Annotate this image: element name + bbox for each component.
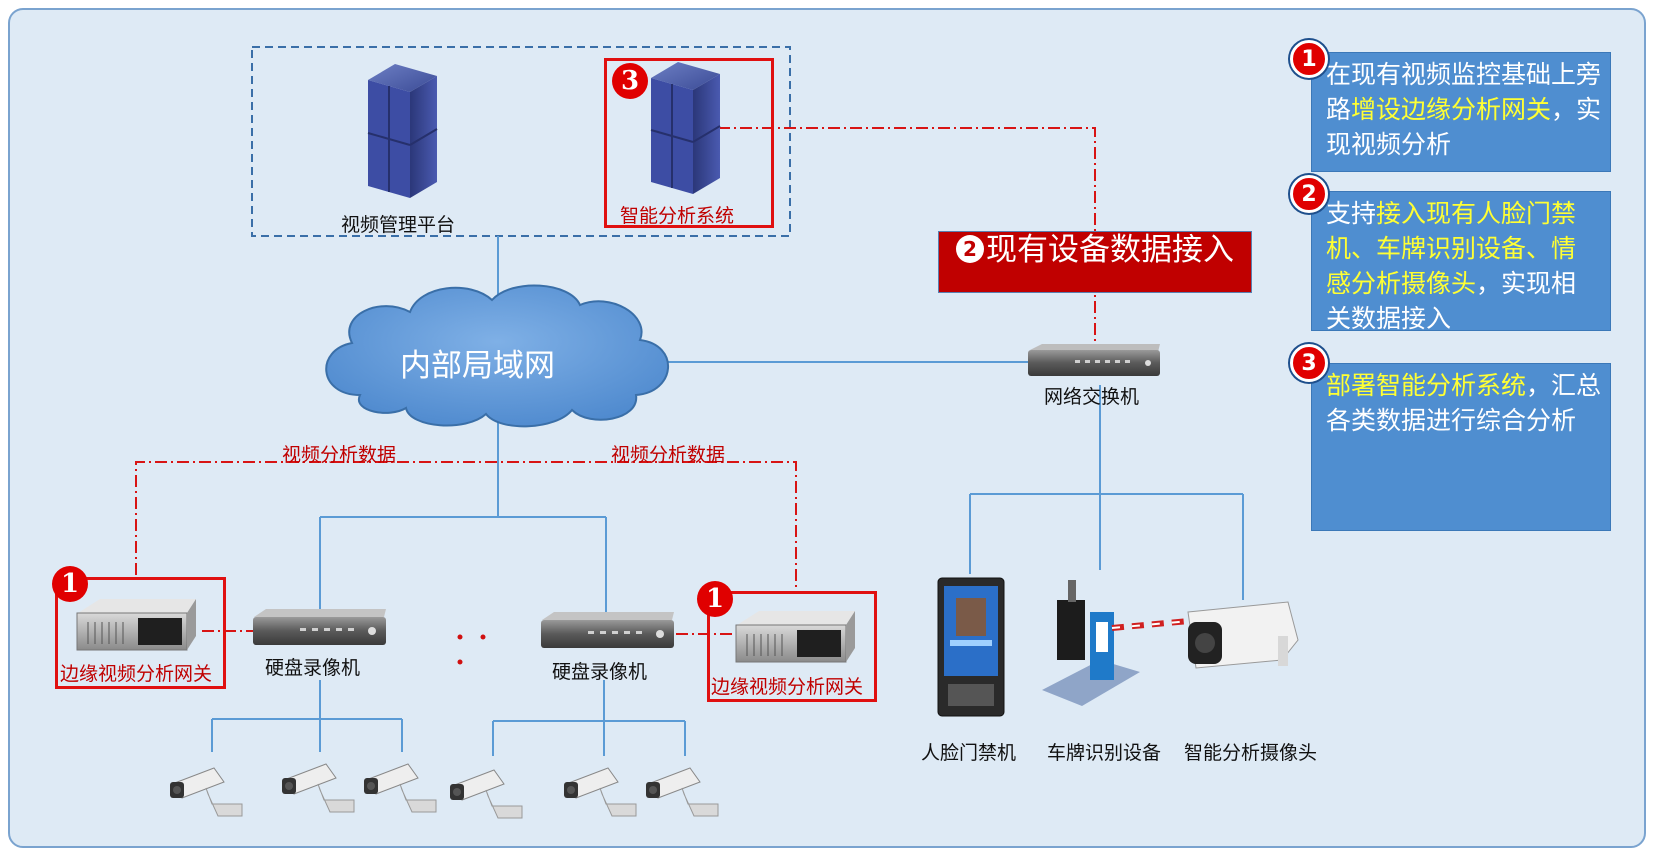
data-flow-lines (135, 127, 1096, 635)
platform-group-box (251, 46, 791, 237)
panel-1-post: ，实现视频分析 (1326, 95, 1602, 159)
gateway-left-icon (76, 599, 196, 651)
analysis-system-label: 智能分析系统 (620, 205, 735, 227)
smart-camera-icon (1187, 601, 1299, 669)
ellipsis-text: 。。。 (0, 0, 1, 1)
gateway-left-highlight (55, 577, 226, 689)
panel-badge-2: 2 (1290, 175, 1328, 213)
nvr-left-icon (253, 609, 386, 645)
marker-three: 3 (612, 63, 648, 99)
panel-1-pre: 在现有视频监控基础上旁路 (1326, 60, 1602, 124)
panel-1-highlight: 增设边缘分析网关 (1351, 95, 1552, 124)
data-link-right-label: 视频分析数据 (611, 444, 726, 466)
nvr-right-icon (541, 612, 674, 648)
ip-camera-icon (564, 767, 637, 817)
gateway-right-label: 边缘视频分析网关 (711, 676, 864, 698)
gateway-right-icon (735, 611, 855, 663)
panel-3-post: ，汇总各类数据进行综合分析 (1326, 371, 1602, 435)
video-platform-server-icon (367, 64, 438, 198)
banner-number: 2 (956, 235, 984, 263)
panel-2-post: ，实现相关数据接入 (1326, 269, 1577, 333)
gateway-left-label: 边缘视频分析网关 (60, 663, 213, 685)
plate-device-label: 车牌识别设备 (1047, 742, 1162, 764)
ip-camera-icon (364, 763, 437, 813)
face-gate-label: 人脸门禁机 (921, 742, 1017, 764)
panel-3-highlight: 部署智能分析系统 (1326, 371, 1527, 400)
ip-camera-icon (646, 767, 719, 817)
network-lines (211, 236, 1244, 756)
face-gate-icon (937, 577, 1005, 717)
marker-one-left: 1 (52, 566, 88, 602)
gateway-right-highlight (707, 591, 877, 702)
ip-camera-icon (450, 769, 523, 819)
video-platform-label: 视频管理平台 (341, 214, 456, 236)
banner-text: 现有设备数据接入 (986, 232, 1234, 268)
lan-cloud (325, 284, 669, 428)
plate-recognition-icon (1042, 580, 1201, 706)
nvr-left-label: 硬盘录像机 (265, 657, 361, 679)
ip-camera-icon (282, 763, 355, 813)
panel-2-pre: 支持 (1326, 199, 1377, 228)
analysis-system-highlight (604, 58, 774, 228)
panel-badge-1: 1 (1290, 40, 1328, 78)
info-panel-3: 部署智能分析系统，汇总各类数据进行综合分析 (1311, 363, 1611, 531)
nvr-right-label: 硬盘录像机 (552, 661, 648, 683)
network-switch-icon (1028, 344, 1160, 376)
analysis-system-server-icon (650, 62, 721, 194)
smart-camera-label: 智能分析摄像头 (1184, 742, 1318, 764)
ip-camera-icon (170, 767, 243, 817)
lan-label: 内部局域网 (400, 348, 555, 384)
marker-one-right: 1 (697, 581, 733, 617)
info-panel-2: 支持接入现有人脸门禁机、车牌识别设备、情感分析摄像头，实现相关数据接入 (1311, 191, 1611, 333)
panel-badge-3: 3 (1290, 344, 1328, 382)
data-link-left-label: 视频分析数据 (282, 444, 397, 466)
switch-label: 网络交换机 (1044, 386, 1140, 408)
ip-camera-icons (170, 763, 719, 819)
ellipsis-dots (457, 634, 486, 665)
info-panel-1: 在现有视频监控基础上旁路增设边缘分析网关，实现视频分析 (1311, 52, 1611, 172)
panel-2-highlight: 接入现有人脸门禁机、车牌识别设备、情感分析摄像头 (1326, 199, 1577, 298)
